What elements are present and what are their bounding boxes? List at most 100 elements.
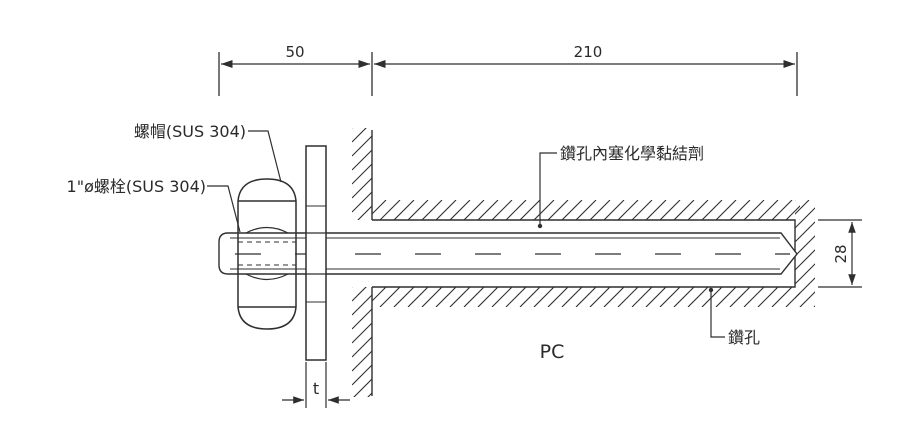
wall-hatch-line bbox=[367, 392, 372, 397]
dim-label-210: 210 bbox=[574, 43, 603, 61]
hatch-line bbox=[533, 200, 555, 220]
hatch-line bbox=[393, 287, 415, 307]
leader-lines bbox=[207, 130, 725, 338]
hatch-line bbox=[795, 207, 815, 229]
hatch-line bbox=[799, 219, 800, 220]
hatch-line bbox=[477, 200, 499, 220]
hatch-line bbox=[575, 200, 597, 220]
wall-hatch-line bbox=[357, 205, 372, 220]
hatch-line bbox=[435, 200, 457, 220]
hatch-line bbox=[785, 205, 800, 220]
hatch-line bbox=[898, 200, 918, 307]
hatch-line bbox=[842, 200, 918, 307]
wall-hatch-line bbox=[353, 378, 372, 397]
hatch-line bbox=[617, 287, 639, 307]
hatch-line bbox=[463, 287, 485, 307]
wall-hatch-line bbox=[352, 308, 372, 330]
hatch-line bbox=[477, 287, 499, 307]
dim-label-50: 50 bbox=[285, 43, 304, 61]
adhesive-leader bbox=[539, 152, 557, 224]
hatch-line bbox=[407, 287, 429, 307]
hatch-line bbox=[631, 200, 653, 220]
hatch-line bbox=[505, 200, 527, 220]
hatch-line bbox=[421, 200, 443, 220]
hatch-line bbox=[449, 287, 471, 307]
hatch-line bbox=[519, 200, 541, 220]
hatch-line bbox=[729, 287, 751, 307]
hatch-line bbox=[547, 287, 569, 307]
adhesive-leader-dot bbox=[537, 223, 543, 229]
hatch-line bbox=[505, 287, 527, 307]
hatch-line bbox=[687, 200, 709, 220]
hatch-line bbox=[659, 200, 681, 220]
nut-callout: 螺帽(SUS 304) bbox=[134, 122, 246, 141]
washer-thickness-dimension bbox=[282, 362, 350, 408]
hatch-line bbox=[771, 287, 793, 307]
hatch-line bbox=[603, 200, 625, 220]
hatch-line bbox=[435, 287, 457, 307]
hatch-line bbox=[617, 200, 639, 220]
hole-diameter-dimension bbox=[818, 219, 862, 288]
hatch-line bbox=[659, 287, 681, 307]
hatch-line bbox=[491, 200, 513, 220]
hatch-line bbox=[757, 200, 779, 220]
hatch-line bbox=[813, 305, 815, 307]
wall-hatch-line bbox=[352, 191, 372, 213]
wall-hatch-line bbox=[352, 287, 367, 302]
hatch-line bbox=[743, 200, 765, 220]
hatch-line bbox=[645, 287, 667, 307]
concrete-wall bbox=[352, 128, 373, 397]
hatch-line bbox=[491, 287, 513, 307]
nut-leader bbox=[248, 130, 282, 183]
wall-hatch-line bbox=[352, 364, 372, 386]
hatch-line bbox=[589, 200, 611, 220]
hatch-line bbox=[687, 287, 709, 307]
hatch-line bbox=[814, 287, 834, 307]
wall-hatch-line bbox=[352, 177, 372, 199]
wall-hatch-line bbox=[352, 163, 372, 185]
hatch-line bbox=[795, 249, 815, 271]
hatch-line bbox=[379, 287, 401, 307]
hatch-line bbox=[603, 287, 625, 307]
hatch-line bbox=[547, 200, 569, 220]
wall-hatch-line bbox=[352, 135, 372, 157]
wall-hatch-line bbox=[352, 149, 372, 171]
wall-hatch-line bbox=[352, 128, 353, 129]
hatch-line bbox=[463, 200, 485, 220]
wall-hatch-line bbox=[352, 322, 372, 344]
hatch-line bbox=[771, 200, 793, 220]
hatch-line bbox=[645, 200, 667, 220]
hatch-line bbox=[912, 200, 918, 307]
bolt-callout: 1"ø螺栓(SUS 304) bbox=[67, 177, 206, 196]
hatch-line bbox=[715, 287, 737, 307]
hatch-line bbox=[799, 291, 815, 307]
hatch-line bbox=[421, 287, 443, 307]
hatch-line bbox=[795, 277, 815, 299]
hatch-line bbox=[673, 287, 695, 307]
wall-hatch-line bbox=[352, 128, 367, 143]
hatch-line bbox=[701, 287, 723, 307]
washer-thickness-label: t bbox=[313, 379, 319, 398]
hatch-line bbox=[393, 200, 415, 220]
hatch-line bbox=[589, 287, 611, 307]
hole-callout: 鑽孔 bbox=[728, 328, 760, 347]
bolt-leader bbox=[207, 185, 241, 233]
hatch-line bbox=[814, 200, 834, 220]
hatch-line bbox=[701, 200, 723, 220]
hatch-line bbox=[715, 200, 737, 220]
hatch-line bbox=[372, 287, 387, 302]
hatch-line bbox=[561, 287, 583, 307]
wall-hatch-line bbox=[352, 350, 372, 372]
hatch-line bbox=[379, 200, 401, 220]
top-dimension bbox=[218, 52, 798, 96]
hatch-line bbox=[757, 287, 779, 307]
hatch-line bbox=[729, 200, 751, 220]
hatch-line bbox=[631, 287, 653, 307]
hole-leader-dot bbox=[708, 287, 714, 293]
hatch-line bbox=[407, 200, 429, 220]
hole-diameter-label: 28 bbox=[832, 244, 850, 263]
hatch-line bbox=[856, 200, 918, 307]
hatch-line bbox=[884, 200, 918, 307]
